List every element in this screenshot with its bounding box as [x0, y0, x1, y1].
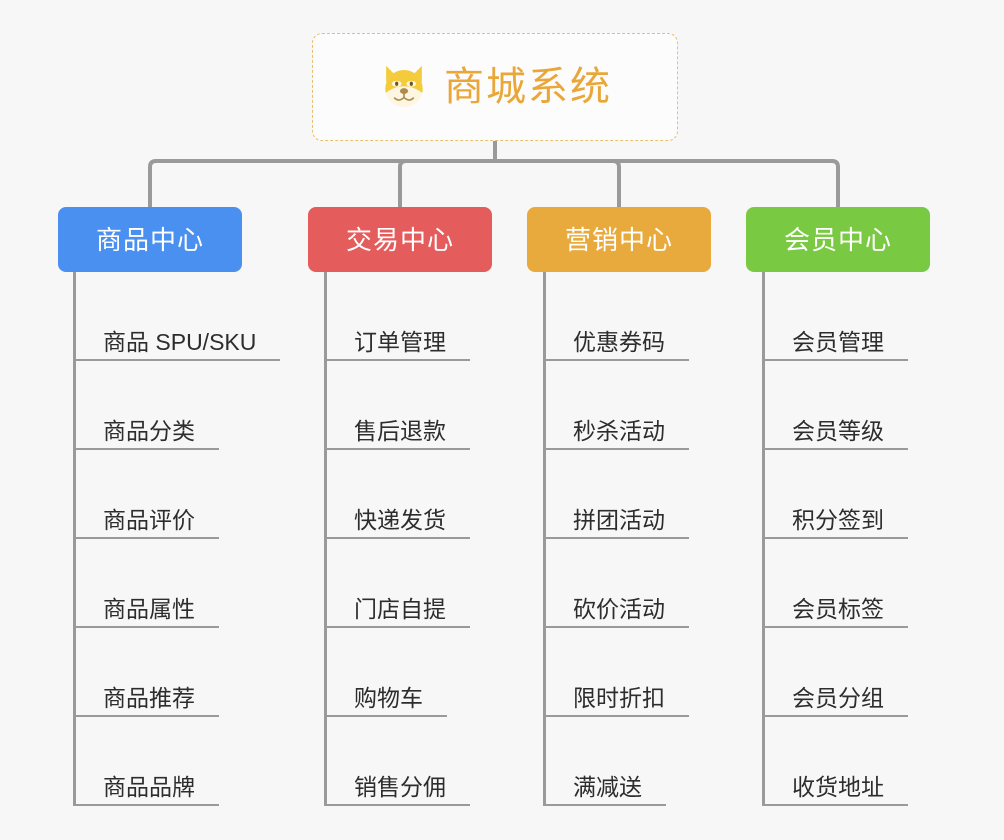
- leaf-underline: 会员标签: [762, 596, 908, 628]
- leaf-item-label: 会员标签: [792, 595, 884, 622]
- leaf-item[interactable]: 限时折扣: [543, 628, 711, 717]
- branch-marketing-center: 营销中心优惠券码秒杀活动拼团活动砍价活动限时折扣满减送: [527, 207, 711, 806]
- branch-header-label: 会员中心: [783, 224, 892, 255]
- dog-face-icon: [385, 65, 423, 108]
- leaf-item-label: 会员管理: [792, 328, 884, 355]
- leaf-item[interactable]: 销售分佣: [324, 717, 492, 806]
- leaf-underline: 拼团活动: [543, 507, 689, 539]
- leaf-item[interactable]: 砍价活动: [543, 539, 711, 628]
- leaf-item[interactable]: 会员等级: [762, 361, 930, 450]
- leaf-underline: 会员分组: [762, 685, 908, 717]
- leaf-item[interactable]: 快递发货: [324, 450, 492, 539]
- leaf-item-label: 售后退款: [354, 417, 446, 444]
- leaf-item[interactable]: 商品品牌: [73, 717, 242, 806]
- leaf-underline: 门店自提: [324, 596, 470, 628]
- branch-connector-trade-center: [398, 159, 495, 207]
- leaf-underline: 限时折扣: [543, 685, 689, 717]
- leaf-item-label: 会员等级: [792, 417, 884, 444]
- leaf-item[interactable]: 优惠券码: [543, 272, 711, 361]
- leaf-item-label: 销售分佣: [354, 773, 446, 800]
- leaf-item-label: 订单管理: [354, 328, 446, 355]
- leaf-item-label: 秒杀活动: [573, 417, 665, 444]
- leaf-item-label: 商品分类: [103, 417, 195, 444]
- leaf-item[interactable]: 积分签到: [762, 450, 930, 539]
- branch-product-center: 商品中心商品 SPU/SKU 商品分类商品评价商品属性商品推荐商品品牌: [58, 207, 281, 806]
- branch-header-trade-center[interactable]: 交易中心: [308, 207, 492, 272]
- branch-header-label: 交易中心: [345, 224, 454, 255]
- leaf-underline: 快递发货: [324, 507, 470, 539]
- leaf-item[interactable]: 售后退款: [324, 361, 492, 450]
- leaf-underline: 商品品牌: [73, 774, 219, 806]
- leaf-underline: 售后退款: [324, 418, 470, 450]
- branch-connector-product-center: [148, 159, 495, 207]
- leaf-item[interactable]: 商品属性: [73, 539, 242, 628]
- branch-spine: [762, 272, 765, 806]
- leaf-item-label: 优惠券码: [573, 328, 665, 355]
- branch-items-marketing-center: 优惠券码秒杀活动拼团活动砍价活动限时折扣满减送: [543, 272, 711, 806]
- leaf-item[interactable]: 商品评价: [73, 450, 242, 539]
- leaf-item-label: 商品推荐: [103, 684, 195, 711]
- leaf-item[interactable]: 秒杀活动: [543, 361, 711, 450]
- branch-trade-center: 交易中心订单管理售后退款快递发货门店自提购物车销售分佣: [308, 207, 492, 806]
- leaf-underline: 积分签到: [762, 507, 908, 539]
- branch-spine: [543, 272, 546, 806]
- leaf-underline: 商品分类: [73, 418, 219, 450]
- leaf-item-label: 商品评价: [103, 506, 195, 533]
- leaf-item[interactable]: 会员分组: [762, 628, 930, 717]
- leaf-item[interactable]: 商品 SPU/SKU: [73, 272, 281, 361]
- leaf-underline: 砍价活动: [543, 596, 689, 628]
- leaf-item-label: 限时折扣: [573, 684, 665, 711]
- leaf-item[interactable]: 会员管理: [762, 272, 930, 361]
- leaf-underline: 销售分佣: [324, 774, 470, 806]
- leaf-item[interactable]: 收货地址: [762, 717, 930, 806]
- leaf-underline: 订单管理: [324, 329, 470, 361]
- leaf-item[interactable]: 门店自提: [324, 539, 492, 628]
- leaf-underline: 满减送: [543, 774, 666, 806]
- leaf-item-label: 快递发货: [354, 506, 446, 533]
- leaf-underline: 购物车: [324, 685, 447, 717]
- leaf-underline: 会员等级: [762, 418, 908, 450]
- leaf-item-label: 商品 SPU/SKU: [103, 328, 257, 355]
- branch-connector-marketing-center: [495, 159, 621, 207]
- leaf-item[interactable]: 商品分类: [73, 361, 242, 450]
- branch-header-member-center[interactable]: 会员中心: [746, 207, 930, 272]
- leaf-item-label: 购物车: [354, 684, 423, 711]
- root-title: 商城系统: [444, 65, 612, 109]
- branch-member-center: 会员中心会员管理会员等级积分签到会员标签会员分组收货地址: [746, 207, 930, 806]
- leaf-item-label: 满减送: [573, 773, 642, 800]
- leaf-item[interactable]: 订单管理: [324, 272, 492, 361]
- root-node[interactable]: 商城系统: [312, 33, 678, 141]
- leaf-underline: 会员管理: [762, 329, 908, 361]
- branch-items-product-center: 商品 SPU/SKU 商品分类商品评价商品属性商品推荐商品品牌: [73, 272, 281, 806]
- leaf-item[interactable]: 拼团活动: [543, 450, 711, 539]
- leaf-underline: 商品 SPU/SKU: [73, 328, 281, 361]
- branch-items-trade-center: 订单管理售后退款快递发货门店自提购物车销售分佣: [324, 272, 492, 806]
- leaf-item-label: 门店自提: [354, 595, 446, 622]
- leaf-underline: 收货地址: [762, 774, 908, 806]
- leaf-item-label: 收货地址: [792, 773, 884, 800]
- leaf-underline: 商品推荐: [73, 685, 219, 717]
- leaf-underline: 商品评价: [73, 507, 219, 539]
- leaf-item-label: 会员分组: [792, 684, 884, 711]
- branch-header-label: 营销中心: [564, 224, 673, 255]
- leaf-item[interactable]: 会员标签: [762, 539, 930, 628]
- branch-spine: [324, 272, 327, 806]
- leaf-item-label: 积分签到: [792, 506, 884, 533]
- branch-connector-member-center: [495, 159, 840, 207]
- branch-items-member-center: 会员管理会员等级积分签到会员标签会员分组收货地址: [762, 272, 930, 806]
- leaf-underline: 优惠券码: [543, 329, 689, 361]
- branch-header-label: 商品中心: [95, 224, 204, 255]
- leaf-item-label: 砍价活动: [573, 595, 665, 622]
- leaf-item-label: 拼团活动: [573, 506, 665, 533]
- branch-header-product-center[interactable]: 商品中心: [58, 207, 242, 272]
- leaf-underline: 秒杀活动: [543, 418, 689, 450]
- branch-spine: [73, 272, 76, 806]
- leaf-underline: 商品属性: [73, 596, 219, 628]
- leaf-item[interactable]: 商品推荐: [73, 628, 242, 717]
- leaf-item[interactable]: 购物车: [324, 628, 492, 717]
- branch-header-marketing-center[interactable]: 营销中心: [527, 207, 711, 272]
- leaf-item-label: 商品属性: [103, 595, 195, 622]
- leaf-item-label: 商品品牌: [103, 773, 195, 800]
- leaf-item[interactable]: 满减送: [543, 717, 711, 806]
